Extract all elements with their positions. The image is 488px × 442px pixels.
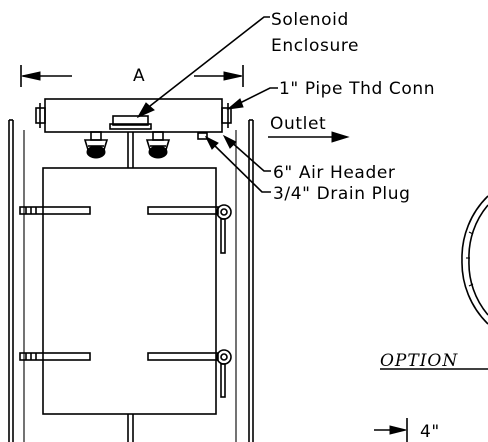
four-inch-label: 4": [420, 422, 440, 442]
outlet-label: Outlet: [270, 114, 326, 134]
dimension-a: [20, 65, 244, 87]
solenoid-label-line1: Solenoid: [271, 10, 349, 30]
option-view-arc: [461, 195, 488, 325]
pipe-thread-label: 1" Pipe Thd Conn: [279, 79, 435, 99]
drain-plug: [197, 132, 208, 140]
tank-body: [42, 167, 217, 415]
solenoid-label-line2: Enclosure: [271, 36, 359, 56]
four-inch-dimension: [374, 418, 408, 442]
dimension-a-label: A: [133, 66, 145, 86]
option-label: OPTION: [380, 351, 458, 371]
solenoid-enclosure: [109, 115, 152, 130]
diaphragm-valves: [83, 131, 171, 159]
air-header-label: 6" Air Header: [273, 163, 395, 183]
drain-plug-label: 3/4" Drain Plug: [273, 184, 411, 204]
center-blowpipe: [127, 132, 134, 442]
upper-strap: [19, 204, 232, 254]
frame: [8, 119, 254, 442]
leader-lines: [136, 16, 350, 193]
lower-strap: [19, 349, 232, 398]
